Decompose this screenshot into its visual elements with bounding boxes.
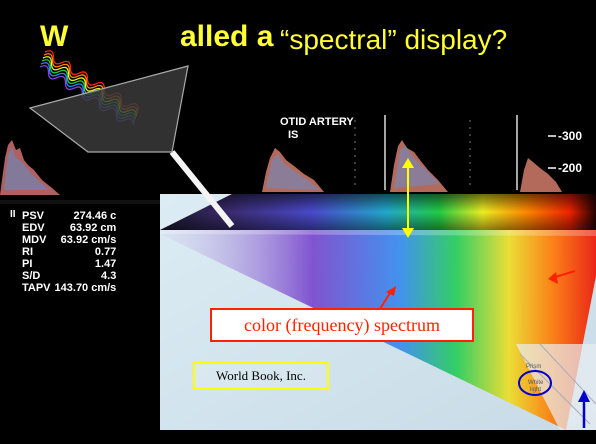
white-light-label-line-1: White <box>528 380 544 386</box>
readout-label: EDV <box>22 222 45 234</box>
slide-title: W alled a “spectral” display? <box>0 0 596 70</box>
readout-row: S/D 4.3 <box>22 270 120 282</box>
doppler-heading-line-1: OTID ARTERY <box>280 116 354 128</box>
readout-value: 0.77 <box>94 246 117 258</box>
white-light-beam <box>169 150 235 228</box>
readout-value: 274.46 c <box>73 210 117 222</box>
readout-label: PI <box>22 258 33 270</box>
spectrum-label: color (frequency) spectrum <box>210 308 474 342</box>
yellow-double-arrow <box>402 158 414 238</box>
scale-label-300: -300 <box>558 129 583 143</box>
readout-row: MDV 63.92 cm/s <box>22 234 120 246</box>
readout-value: 63.92 cm/s <box>60 234 117 246</box>
doppler-readout: PSV 274.46 c EDV 63.92 cm MDV 63.92 cm/s RI… <box>22 210 120 294</box>
readout-row: EDV 63.92 cm <box>22 222 120 234</box>
prism-label: Prism <box>526 364 541 370</box>
readout-label: RI <box>22 246 33 258</box>
prism-shape <box>28 65 189 153</box>
title-part-1: W <box>40 20 69 53</box>
readout-row: PSV 274.46 c <box>22 210 120 222</box>
white-light-label-line-2: light <box>530 387 541 393</box>
side-marker: II <box>10 209 16 220</box>
scale-label-200: -200 <box>558 161 583 175</box>
blue-arrow <box>578 390 590 428</box>
readout-value: 4.3 <box>101 270 117 282</box>
readout-label: MDV <box>22 234 47 246</box>
readout-row: RI 0.77 <box>22 246 120 258</box>
readout-value: 143.70 cm/s <box>54 282 117 294</box>
readout-label: PSV <box>22 210 45 222</box>
readout-value: 1.47 <box>94 258 117 270</box>
readout-label: TAPV <box>22 282 51 294</box>
blue-circle <box>518 370 552 396</box>
doppler-heading: OTID ARTERY IS <box>280 116 354 142</box>
readout-label: S/D <box>22 270 41 282</box>
photo-credit: World Book, Inc. <box>193 362 329 390</box>
title-part-3: “spectral” display? <box>280 24 508 55</box>
readout-row: PI 1.47 <box>22 258 120 270</box>
red-arrow-right <box>548 270 576 284</box>
doppler-heading-line-2: IS <box>288 129 299 141</box>
readout-value: 63.92 cm <box>69 222 117 234</box>
title-part-2: alled a <box>180 20 274 53</box>
